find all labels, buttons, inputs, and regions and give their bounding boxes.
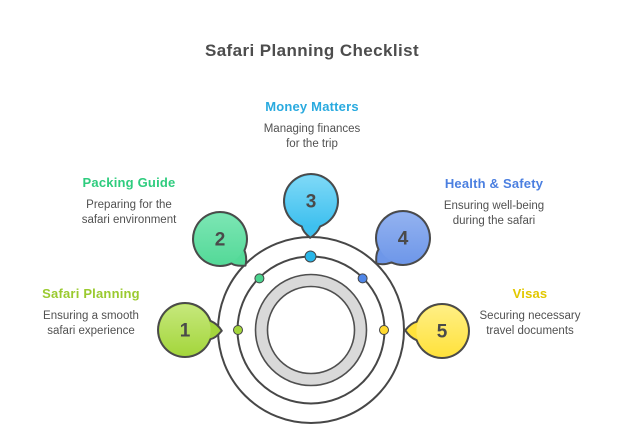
bubble-step-3: 3: [283, 173, 339, 239]
section-packing-guide: Packing Guide Preparing for the safari e…: [44, 175, 214, 227]
bubble-number: 1: [180, 321, 191, 342]
bubble-fill: [416, 305, 468, 357]
dot-step-3: [304, 250, 317, 263]
bubble-fill: [159, 304, 211, 356]
thick-gray-ring: [256, 275, 366, 385]
bubble-fill: [285, 175, 337, 227]
section-heading: Health & Safety: [444, 176, 544, 191]
section-heading: Packing Guide: [82, 175, 176, 190]
section-description: Ensuring well-being during the safari: [443, 199, 545, 227]
bubble-number: 3: [306, 192, 317, 213]
thick-ring-outer-border: [254, 273, 368, 387]
bubble-number: 2: [215, 230, 226, 251]
section-visas: Visas Securing necessary travel document…: [445, 286, 615, 338]
section-money-matters: Money Matters Managing finances for the …: [227, 99, 397, 151]
section-description: Ensuring a smooth safari experience: [43, 309, 139, 337]
section-health-safety: Health & Safety Ensuring well-being duri…: [409, 176, 579, 228]
section-description: Preparing for the safari environment: [81, 198, 177, 226]
dot-step-2: [254, 273, 265, 284]
dot-step-1: [233, 325, 243, 335]
section-heading: Money Matters: [265, 99, 359, 114]
bubble-fill: [377, 212, 429, 264]
bubble-number: 5: [437, 322, 448, 343]
thick-ring-inner-border: [266, 285, 356, 375]
section-heading: Visas: [512, 286, 548, 301]
dot-step-4: [357, 273, 368, 284]
section-safari-planning: Safari Planning Ensuring a smooth safari…: [6, 286, 176, 338]
bubble-step-2: 2: [192, 211, 248, 267]
section-heading: Safari Planning: [42, 286, 140, 301]
dot-step-5: [379, 325, 389, 335]
bubble-step-1: 1: [157, 302, 223, 358]
section-description: Securing necessary travel documents: [479, 309, 581, 337]
bubble-step-4: 4: [375, 210, 431, 266]
page-title: Safari Planning Checklist: [204, 41, 420, 60]
bubble-step-5: 5: [404, 303, 470, 359]
bubble-number: 4: [398, 229, 409, 250]
bubble-fill: [194, 213, 246, 265]
section-description: Managing finances for the trip: [263, 122, 361, 150]
